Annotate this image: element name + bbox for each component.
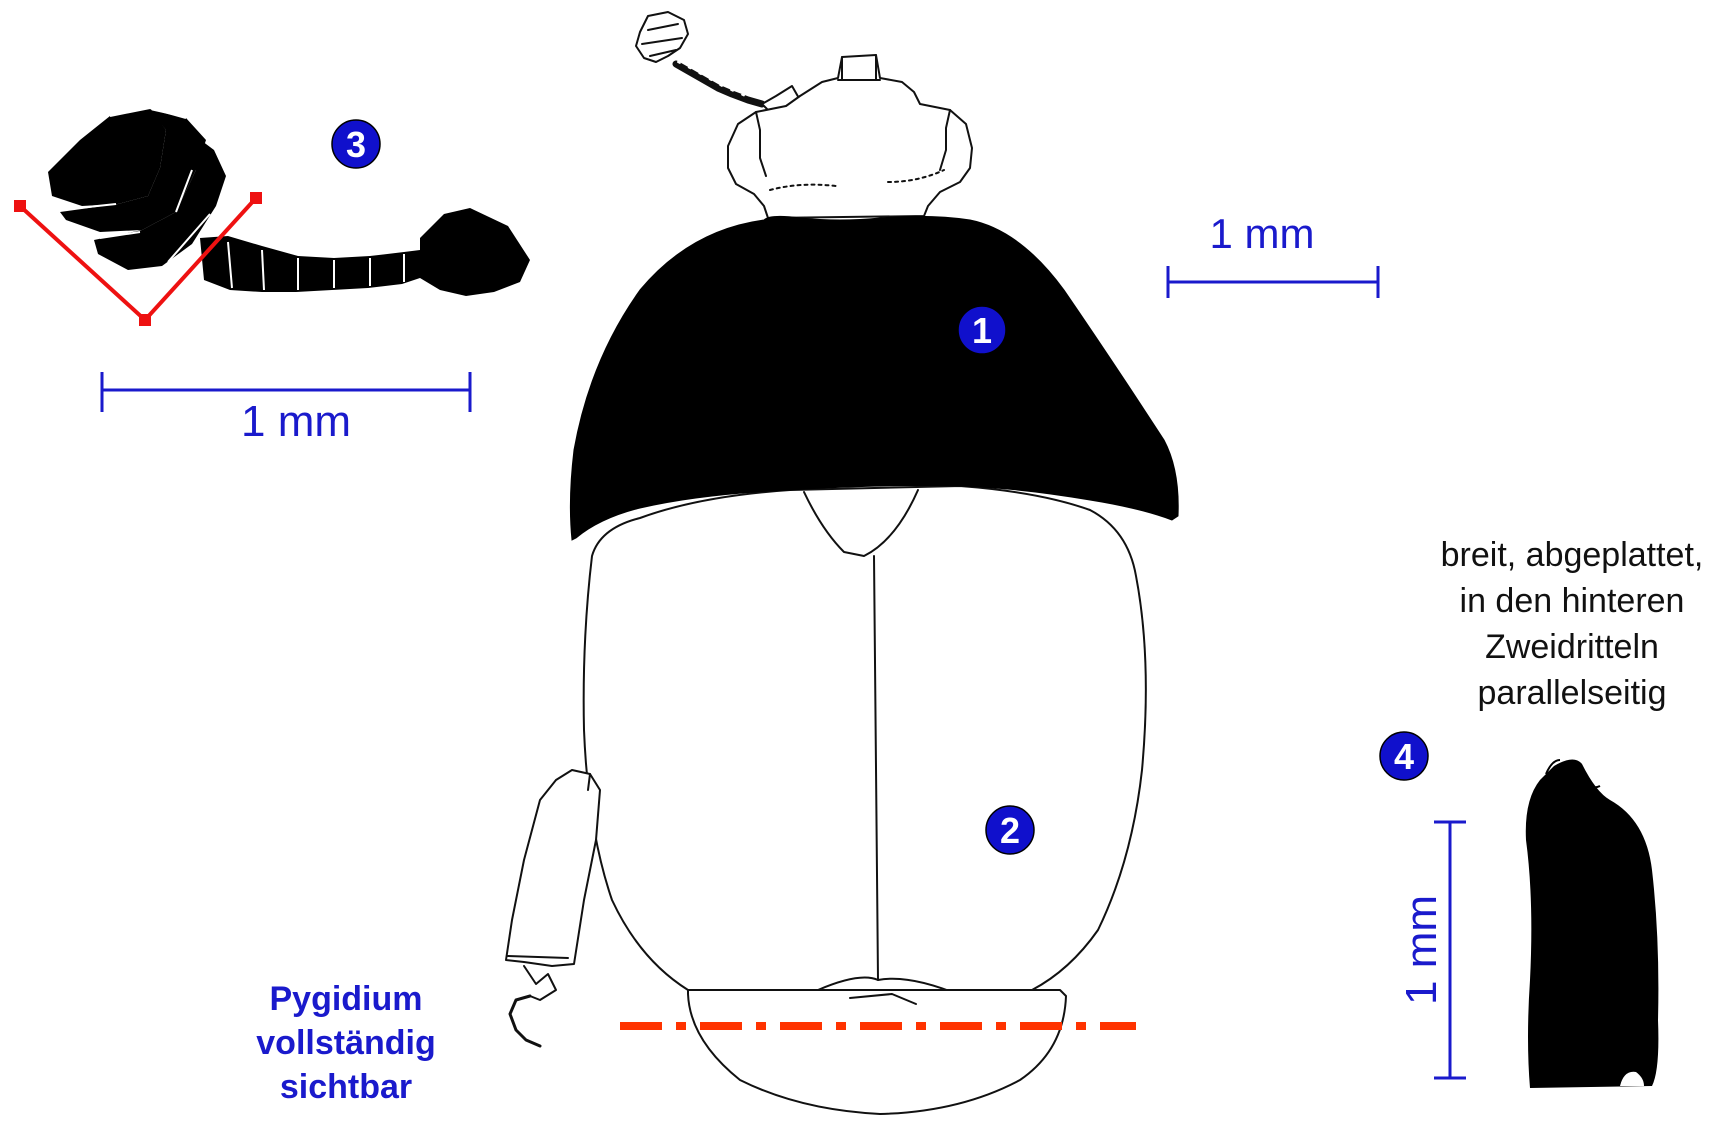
scale-bar-top-right-label: 1 mm	[1210, 210, 1315, 257]
pygidium-note-line-3: sichtbar	[280, 1068, 412, 1106]
tibia-note-line-1: breit, abgeplattet,	[1441, 536, 1704, 574]
tibia-detail	[1526, 759, 1659, 1088]
scale-bar-tibia-label: 1 mm	[1397, 895, 1446, 1005]
beetle-antenna	[636, 12, 800, 116]
beetle-drawing	[506, 12, 1146, 1114]
marker-3: 3	[332, 120, 380, 168]
marker-1-label: 1	[972, 310, 992, 351]
elytra	[584, 486, 1146, 996]
pygidium-note-line-2: vollständig	[256, 1024, 435, 1062]
scale-bar-top-right	[1168, 266, 1378, 298]
pygidium-note: Pygidium vollständig sichtbar	[256, 980, 435, 1106]
antenna-detail	[48, 108, 530, 296]
scale-bar-antenna-label: 1 mm	[241, 397, 351, 446]
marker-4: 4	[1380, 732, 1428, 780]
tibia-note-line-3: Zweidritteln	[1485, 628, 1659, 666]
marker-2-label: 2	[1000, 810, 1020, 851]
marker-2: 2	[986, 806, 1034, 854]
tibia-note-line-4: parallelseitig	[1478, 674, 1667, 712]
marker-4-label: 4	[1394, 736, 1414, 777]
marker-1: 1	[958, 306, 1006, 354]
marker-3-label: 3	[346, 124, 366, 165]
leg-claw	[510, 996, 540, 1046]
tibia-note: breit, abgeplattet, in den hinteren Zwei…	[1441, 536, 1704, 712]
tibia-note-line-2: in den hinteren	[1460, 582, 1685, 620]
pygidium	[688, 990, 1066, 1114]
beetle-leg	[506, 770, 600, 966]
pygidium-note-line-1: Pygidium	[269, 980, 422, 1018]
